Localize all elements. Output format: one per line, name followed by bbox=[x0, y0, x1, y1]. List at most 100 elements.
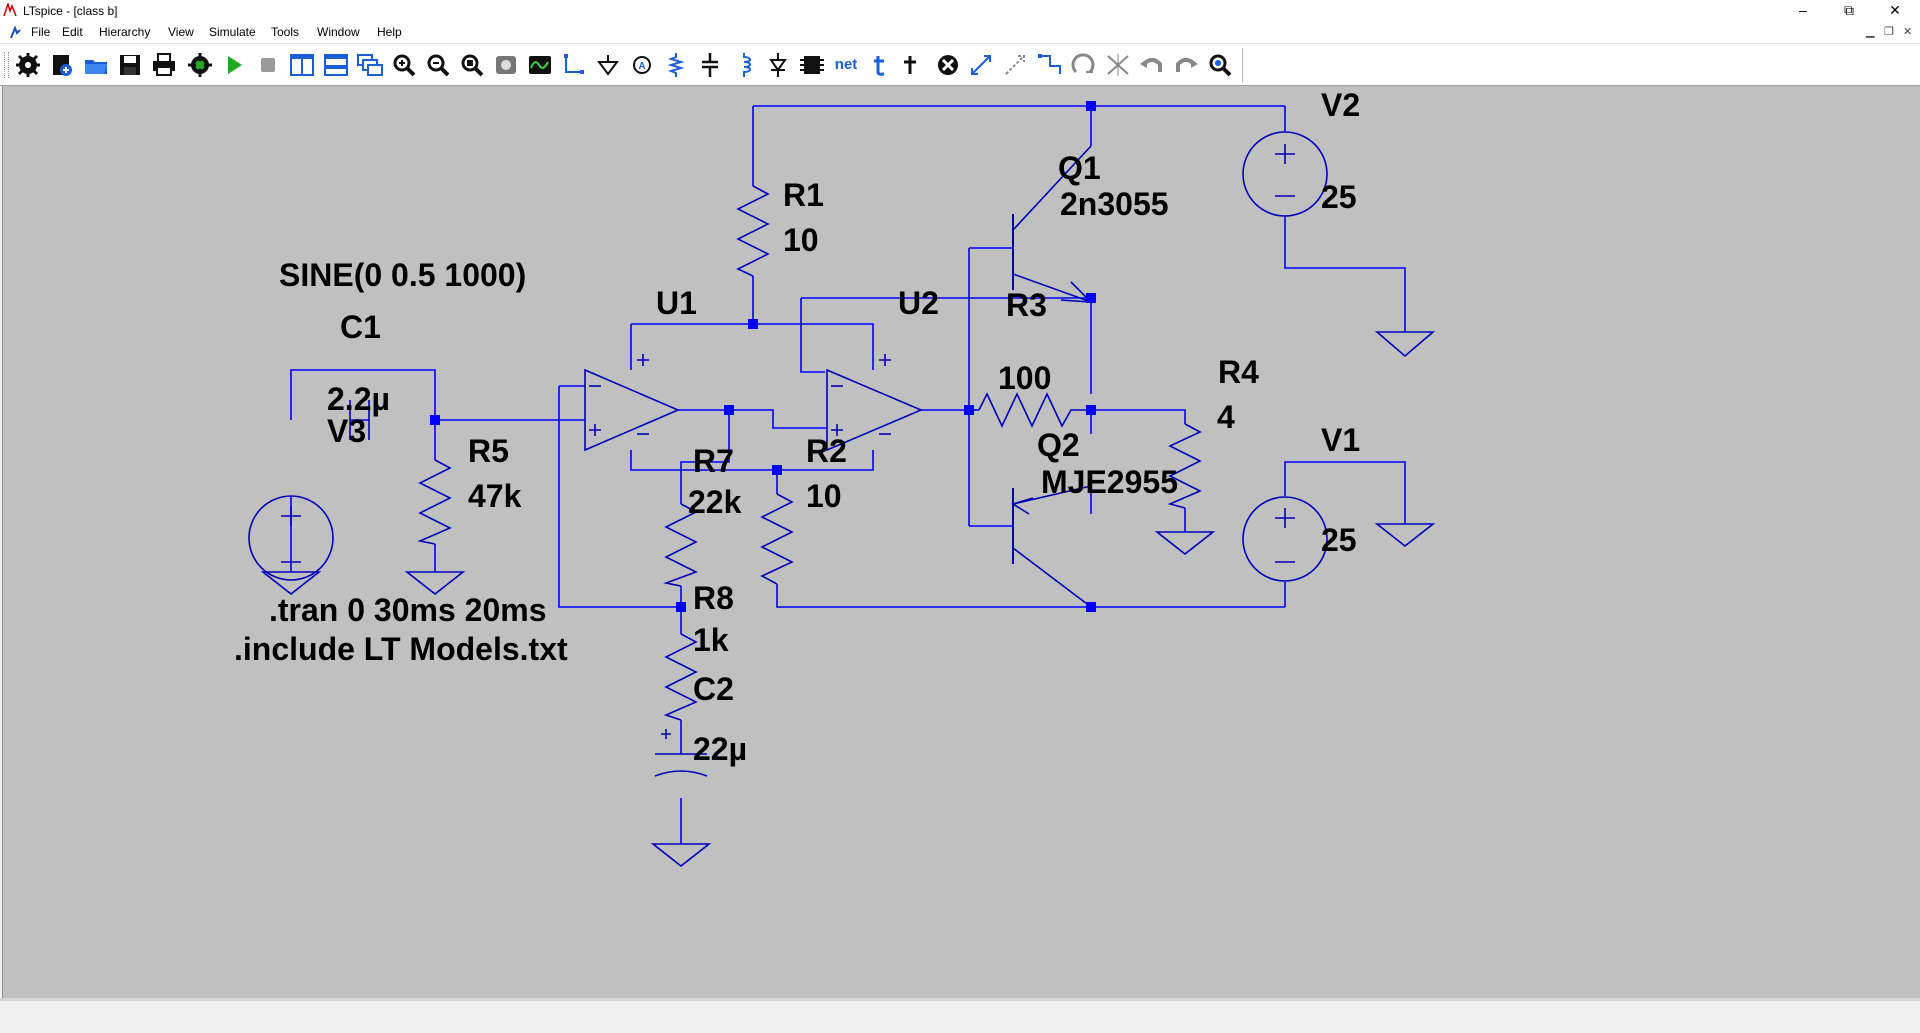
menu-hierarchy[interactable]: Hierarchy bbox=[99, 25, 151, 39]
mirror-icon[interactable] bbox=[1036, 52, 1064, 78]
diode-icon[interactable] bbox=[764, 52, 792, 78]
control-panel-icon[interactable] bbox=[14, 52, 42, 78]
menu-tools[interactable]: Tools bbox=[271, 25, 300, 39]
r7-symbol bbox=[663, 503, 699, 587]
q1-model[interactable]: 2n3055 bbox=[1060, 186, 1169, 222]
r4-value[interactable]: 4 bbox=[1217, 399, 1235, 435]
r1-name[interactable]: R1 bbox=[783, 177, 824, 213]
r8-name[interactable]: R8 bbox=[693, 580, 734, 616]
spice-directive-icon[interactable]: net bbox=[832, 52, 860, 78]
wire-u2-bottom bbox=[630, 450, 874, 471]
paste-icon[interactable] bbox=[1104, 52, 1132, 78]
schematic-canvas[interactable]: V2 25 Q1 2n3055 R1 10 SINE(0 0.5 1000) C… bbox=[2, 86, 1920, 998]
v1-value[interactable]: 25 bbox=[1321, 522, 1357, 558]
zoom-out-icon[interactable] bbox=[424, 52, 452, 78]
menu-edit[interactable]: Edit bbox=[62, 25, 83, 39]
include-directive[interactable]: .include LT Models.txt bbox=[234, 631, 568, 667]
q1-name[interactable]: Q1 bbox=[1058, 150, 1101, 186]
print-icon[interactable] bbox=[150, 52, 178, 78]
close-button[interactable]: ✕ bbox=[1889, 2, 1901, 18]
zoom-fit-icon[interactable] bbox=[458, 52, 486, 78]
ground-icon[interactable] bbox=[594, 52, 622, 78]
open-icon[interactable] bbox=[82, 52, 110, 78]
r1-value[interactable]: 10 bbox=[783, 222, 819, 258]
r7-value[interactable]: 22k bbox=[688, 484, 742, 520]
sine-directive[interactable]: SINE(0 0.5 1000) bbox=[279, 257, 526, 293]
menu-help[interactable]: Help bbox=[377, 25, 402, 39]
r2-name[interactable]: R2 bbox=[806, 433, 847, 469]
q2-model[interactable]: MJE2955 bbox=[1041, 464, 1178, 500]
r3-name[interactable]: R3 bbox=[1006, 287, 1047, 323]
child-restore-button[interactable]: ❐ bbox=[1884, 26, 1894, 38]
q1-emitter-leg bbox=[1012, 273, 1092, 303]
r4-name[interactable]: R4 bbox=[1218, 354, 1259, 390]
autorange-icon[interactable] bbox=[526, 52, 554, 78]
c2-name[interactable]: C2 bbox=[693, 671, 734, 707]
menu-simulate[interactable]: Simulate bbox=[209, 25, 256, 39]
v2-symbol bbox=[1242, 131, 1328, 217]
run-icon[interactable] bbox=[220, 52, 248, 78]
capacitor-icon[interactable] bbox=[696, 52, 724, 78]
inductor-icon[interactable] bbox=[730, 52, 758, 78]
menu-view[interactable]: View bbox=[168, 25, 194, 39]
r5-value[interactable]: 47k bbox=[468, 478, 522, 514]
r3-value[interactable]: 100 bbox=[998, 360, 1051, 396]
save-icon[interactable] bbox=[116, 52, 144, 78]
c1-value[interactable]: 2.2µ bbox=[327, 381, 390, 417]
tile-vertical-icon[interactable] bbox=[288, 52, 316, 78]
menu-file[interactable]: File bbox=[31, 25, 51, 39]
drag-icon[interactable] bbox=[968, 52, 996, 78]
label-net-icon[interactable]: A bbox=[628, 52, 656, 78]
junction bbox=[1086, 602, 1096, 612]
new-schematic-icon[interactable] bbox=[48, 52, 76, 78]
grounds bbox=[260, 331, 1436, 868]
v1-symbol bbox=[1242, 496, 1328, 582]
labels: V2 25 Q1 2n3055 R1 10 SINE(0 0.5 1000) C… bbox=[234, 87, 1360, 767]
zoom-back-icon[interactable] bbox=[492, 52, 520, 78]
redo-icon[interactable] bbox=[1172, 52, 1200, 78]
junction bbox=[964, 405, 974, 415]
u2-name[interactable]: U2 bbox=[898, 285, 939, 321]
u1-name[interactable]: U1 bbox=[656, 285, 697, 321]
u2-symbol bbox=[826, 368, 924, 452]
q2-name[interactable]: Q2 bbox=[1037, 427, 1080, 463]
r7-name[interactable]: R7 bbox=[693, 443, 734, 479]
wire-u1-out bbox=[678, 409, 730, 472]
child-minimize-button[interactable]: ▁ bbox=[1866, 26, 1875, 38]
r2-value[interactable]: 10 bbox=[806, 478, 842, 514]
c1-name[interactable]: C1 bbox=[340, 309, 381, 345]
c2-value[interactable]: 22µ bbox=[693, 731, 747, 767]
find-icon[interactable] bbox=[1206, 52, 1234, 78]
rotate-icon[interactable] bbox=[1002, 52, 1030, 78]
stop-icon[interactable] bbox=[254, 52, 282, 78]
u2-vplus bbox=[879, 354, 891, 366]
v2-signs bbox=[1275, 144, 1295, 197]
resistor-icon[interactable] bbox=[662, 52, 690, 78]
component-icon[interactable] bbox=[798, 52, 826, 78]
cascade-icon[interactable] bbox=[356, 52, 384, 78]
minimize-button[interactable]: – bbox=[1799, 2, 1807, 18]
delete-icon[interactable] bbox=[900, 52, 928, 78]
v1-name[interactable]: V1 bbox=[1321, 422, 1360, 458]
v2-value[interactable]: 25 bbox=[1321, 179, 1357, 215]
r5-name[interactable]: R5 bbox=[468, 433, 509, 469]
document-icon[interactable] bbox=[8, 26, 22, 40]
child-close-button[interactable]: ✕ bbox=[1903, 26, 1913, 38]
tile-horizontal-icon[interactable] bbox=[322, 52, 350, 78]
v2-name[interactable]: V2 bbox=[1321, 87, 1360, 123]
move-icon[interactable] bbox=[934, 52, 962, 78]
draw-wire-icon[interactable] bbox=[560, 52, 588, 78]
text-icon[interactable] bbox=[866, 52, 894, 78]
halt-icon[interactable] bbox=[186, 52, 214, 78]
r8-value[interactable]: 1k bbox=[693, 622, 729, 658]
undo-icon[interactable] bbox=[1138, 52, 1166, 78]
menu-window[interactable]: Window bbox=[317, 25, 360, 39]
v3-name[interactable]: V3 bbox=[327, 413, 366, 449]
maximize-button[interactable]: ⧉ bbox=[1844, 2, 1854, 18]
toolbar-grip[interactable] bbox=[4, 52, 9, 78]
v3-symbol bbox=[248, 495, 334, 581]
toolbar-separator bbox=[1242, 48, 1243, 82]
tran-directive[interactable]: .tran 0 30ms 20ms bbox=[269, 592, 547, 628]
zoom-in-icon[interactable] bbox=[390, 52, 418, 78]
draw-line-icon[interactable] bbox=[1070, 52, 1098, 78]
